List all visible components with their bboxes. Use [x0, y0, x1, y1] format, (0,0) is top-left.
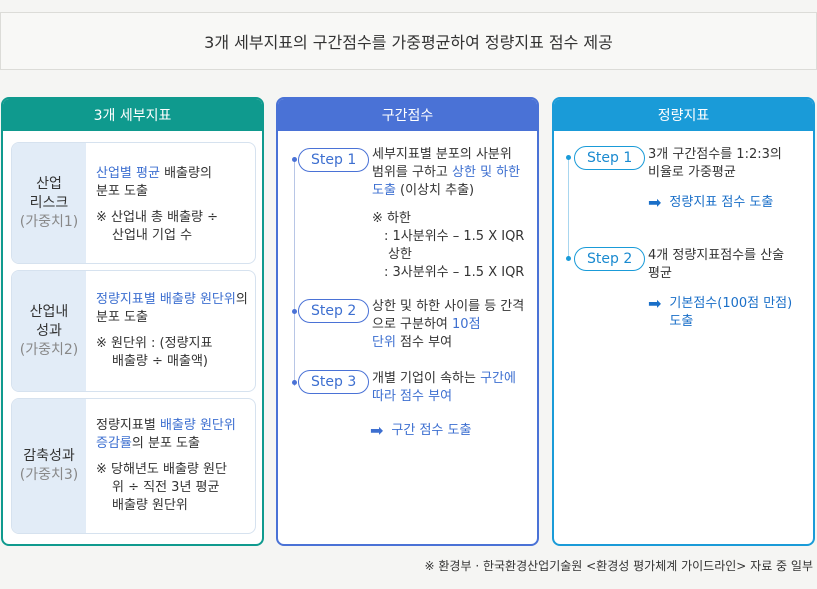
step-dot — [292, 380, 297, 385]
right-arrow-icon: ➡ — [648, 294, 662, 313]
card-label: 산업내 성과 (가중치2) — [12, 271, 86, 391]
source-footnote: ※ 환경부 · 한국환경산업기술원 <환경성 평가체계 가이드라인> 자료 중 … — [424, 559, 813, 573]
step-2-text: 4개 정량지표점수를 산술 평균 — [648, 248, 785, 281]
step-connector-line — [568, 158, 569, 259]
step-3-text: 개별 기업이 속하는 구간에 따라 점수 부여 — [372, 371, 516, 404]
card-description: 산업별 평균 배출량의 분포 도출 ※ 산업내 총 배출량 ÷ 산업내 기업 수 — [96, 166, 219, 243]
card-industry-risk: 산업 리스크 (가중치1) 산업별 평균 배출량의 분포 도출 ※ 산업내 총 … — [11, 142, 256, 264]
panel-interval-score-header: 구간점수 — [278, 99, 537, 131]
panel-sub-indicators: 3개 세부지표 산업 리스크 (가중치1) 산업별 평균 배출량의 분포 도출 … — [1, 97, 264, 546]
step-1-badge: Step 1 — [574, 146, 646, 170]
step-2-text: 상한 및 하한 사이를 등 간격 으로 구분하여 10점 단위 점수 부여 — [372, 299, 525, 350]
step-1-badge: Step 1 — [298, 148, 370, 172]
step-dot — [566, 155, 571, 160]
step-1-text: 3개 구간점수를 1:2:3의 비율로 가중평균 — [648, 147, 782, 180]
right-arrow-icon: ➡ — [648, 193, 662, 212]
step-connector-line — [294, 160, 295, 386]
card-description: 정량지표별 배출량 원단위의 분포 도출 ※ 원단위 : (정량지표 배출량 ÷… — [96, 292, 248, 369]
right-arrow-icon: ➡ — [370, 421, 384, 440]
panel-interval-score: 구간점수 Step 1 세부지표별 분포의 사분위 범위를 구하고 상한 및 하… — [276, 97, 539, 546]
panel-quantitative-indicator: 정량지표 Step 1 3개 구간점수를 1:2:3의 비율로 가중평균 ➡ 정… — [552, 97, 815, 546]
card-description: 정량지표별 배출량 원단위 증감률의 분포 도출 ※ 당해년도 배출량 원단 위… — [96, 418, 236, 513]
step-2-badge: Step 2 — [298, 299, 370, 323]
step-1-text: 세부지표별 분포의 사분위 범위를 구하고 상한 및 하한 도출 (이상치 추출… — [372, 147, 525, 280]
card-industry-performance: 산업내 성과 (가중치2) 정량지표별 배출량 원단위의 분포 도출 ※ 원단위… — [11, 270, 256, 392]
card-reduction-performance: 감축성과 (가중치3) 정량지표별 배출량 원단위 증감률의 분포 도출 ※ 당… — [11, 398, 256, 534]
base-score-result: ➡ 기본점수(100점 만점) 도출 — [648, 294, 793, 330]
quantitative-score-result: ➡ 정량지표 점수 도출 — [648, 193, 774, 212]
panel-sub-indicators-header: 3개 세부지표 — [3, 99, 262, 131]
page-title: 3개 세부지표의 구간점수를 가중평균하여 정량지표 점수 제공 — [0, 12, 817, 70]
step-2-badge: Step 2 — [574, 247, 646, 271]
panel-quantitative-indicator-header: 정량지표 — [554, 99, 813, 131]
step-dot — [566, 256, 571, 261]
interval-score-result: ➡ 구간 점수 도출 — [370, 421, 472, 440]
card-label: 산업 리스크 (가중치1) — [12, 143, 86, 263]
card-label: 감축성과 (가중치3) — [12, 399, 86, 533]
step-dot — [292, 309, 297, 314]
step-dot — [292, 157, 297, 162]
step-3-badge: Step 3 — [298, 370, 370, 394]
